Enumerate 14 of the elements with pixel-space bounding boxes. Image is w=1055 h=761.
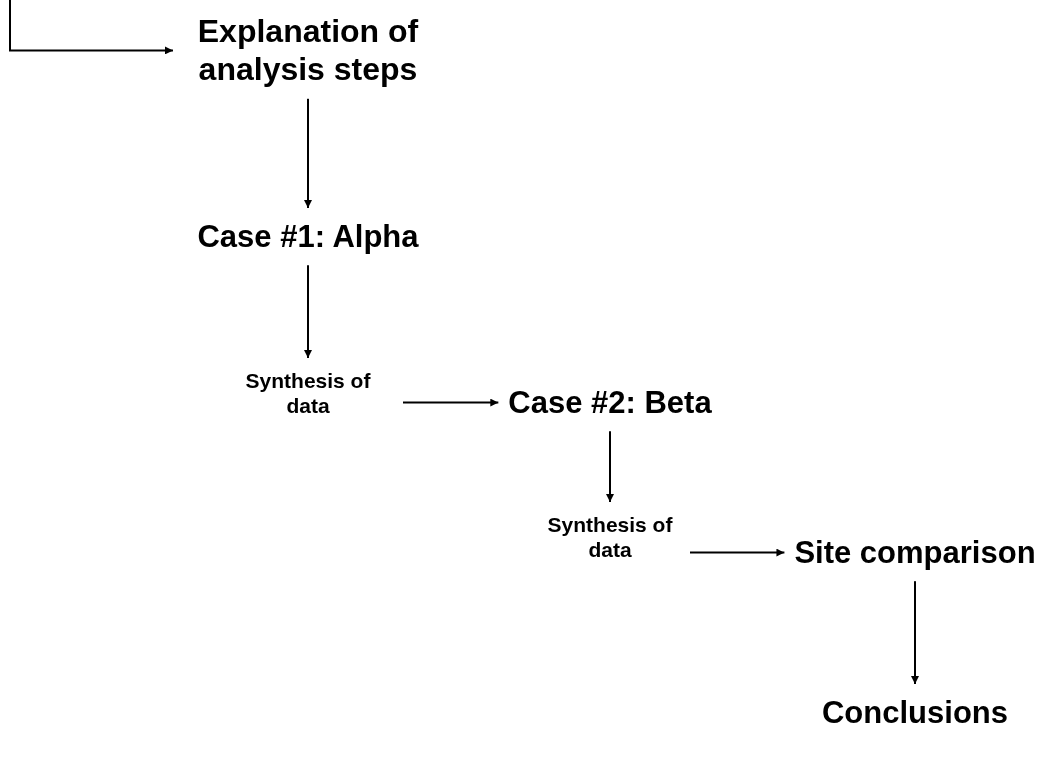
- step-label: Site comparison: [794, 534, 1036, 572]
- arrow: [9, 0, 174, 55]
- arrow: [606, 430, 614, 503]
- arrow: [304, 97, 312, 209]
- arrow: [304, 264, 312, 359]
- arrow: [911, 580, 919, 685]
- step-label: Conclusions: [822, 694, 1008, 732]
- step-label: Explanation of analysis steps: [196, 12, 420, 89]
- step-label: Synthesis of data: [244, 368, 372, 419]
- step-label: Case #1: Alpha: [197, 218, 419, 256]
- step-label: Case #2: Beta: [508, 384, 712, 422]
- arrow: [402, 398, 500, 407]
- arrow: [689, 548, 786, 557]
- step-label: Synthesis of data: [546, 512, 674, 563]
